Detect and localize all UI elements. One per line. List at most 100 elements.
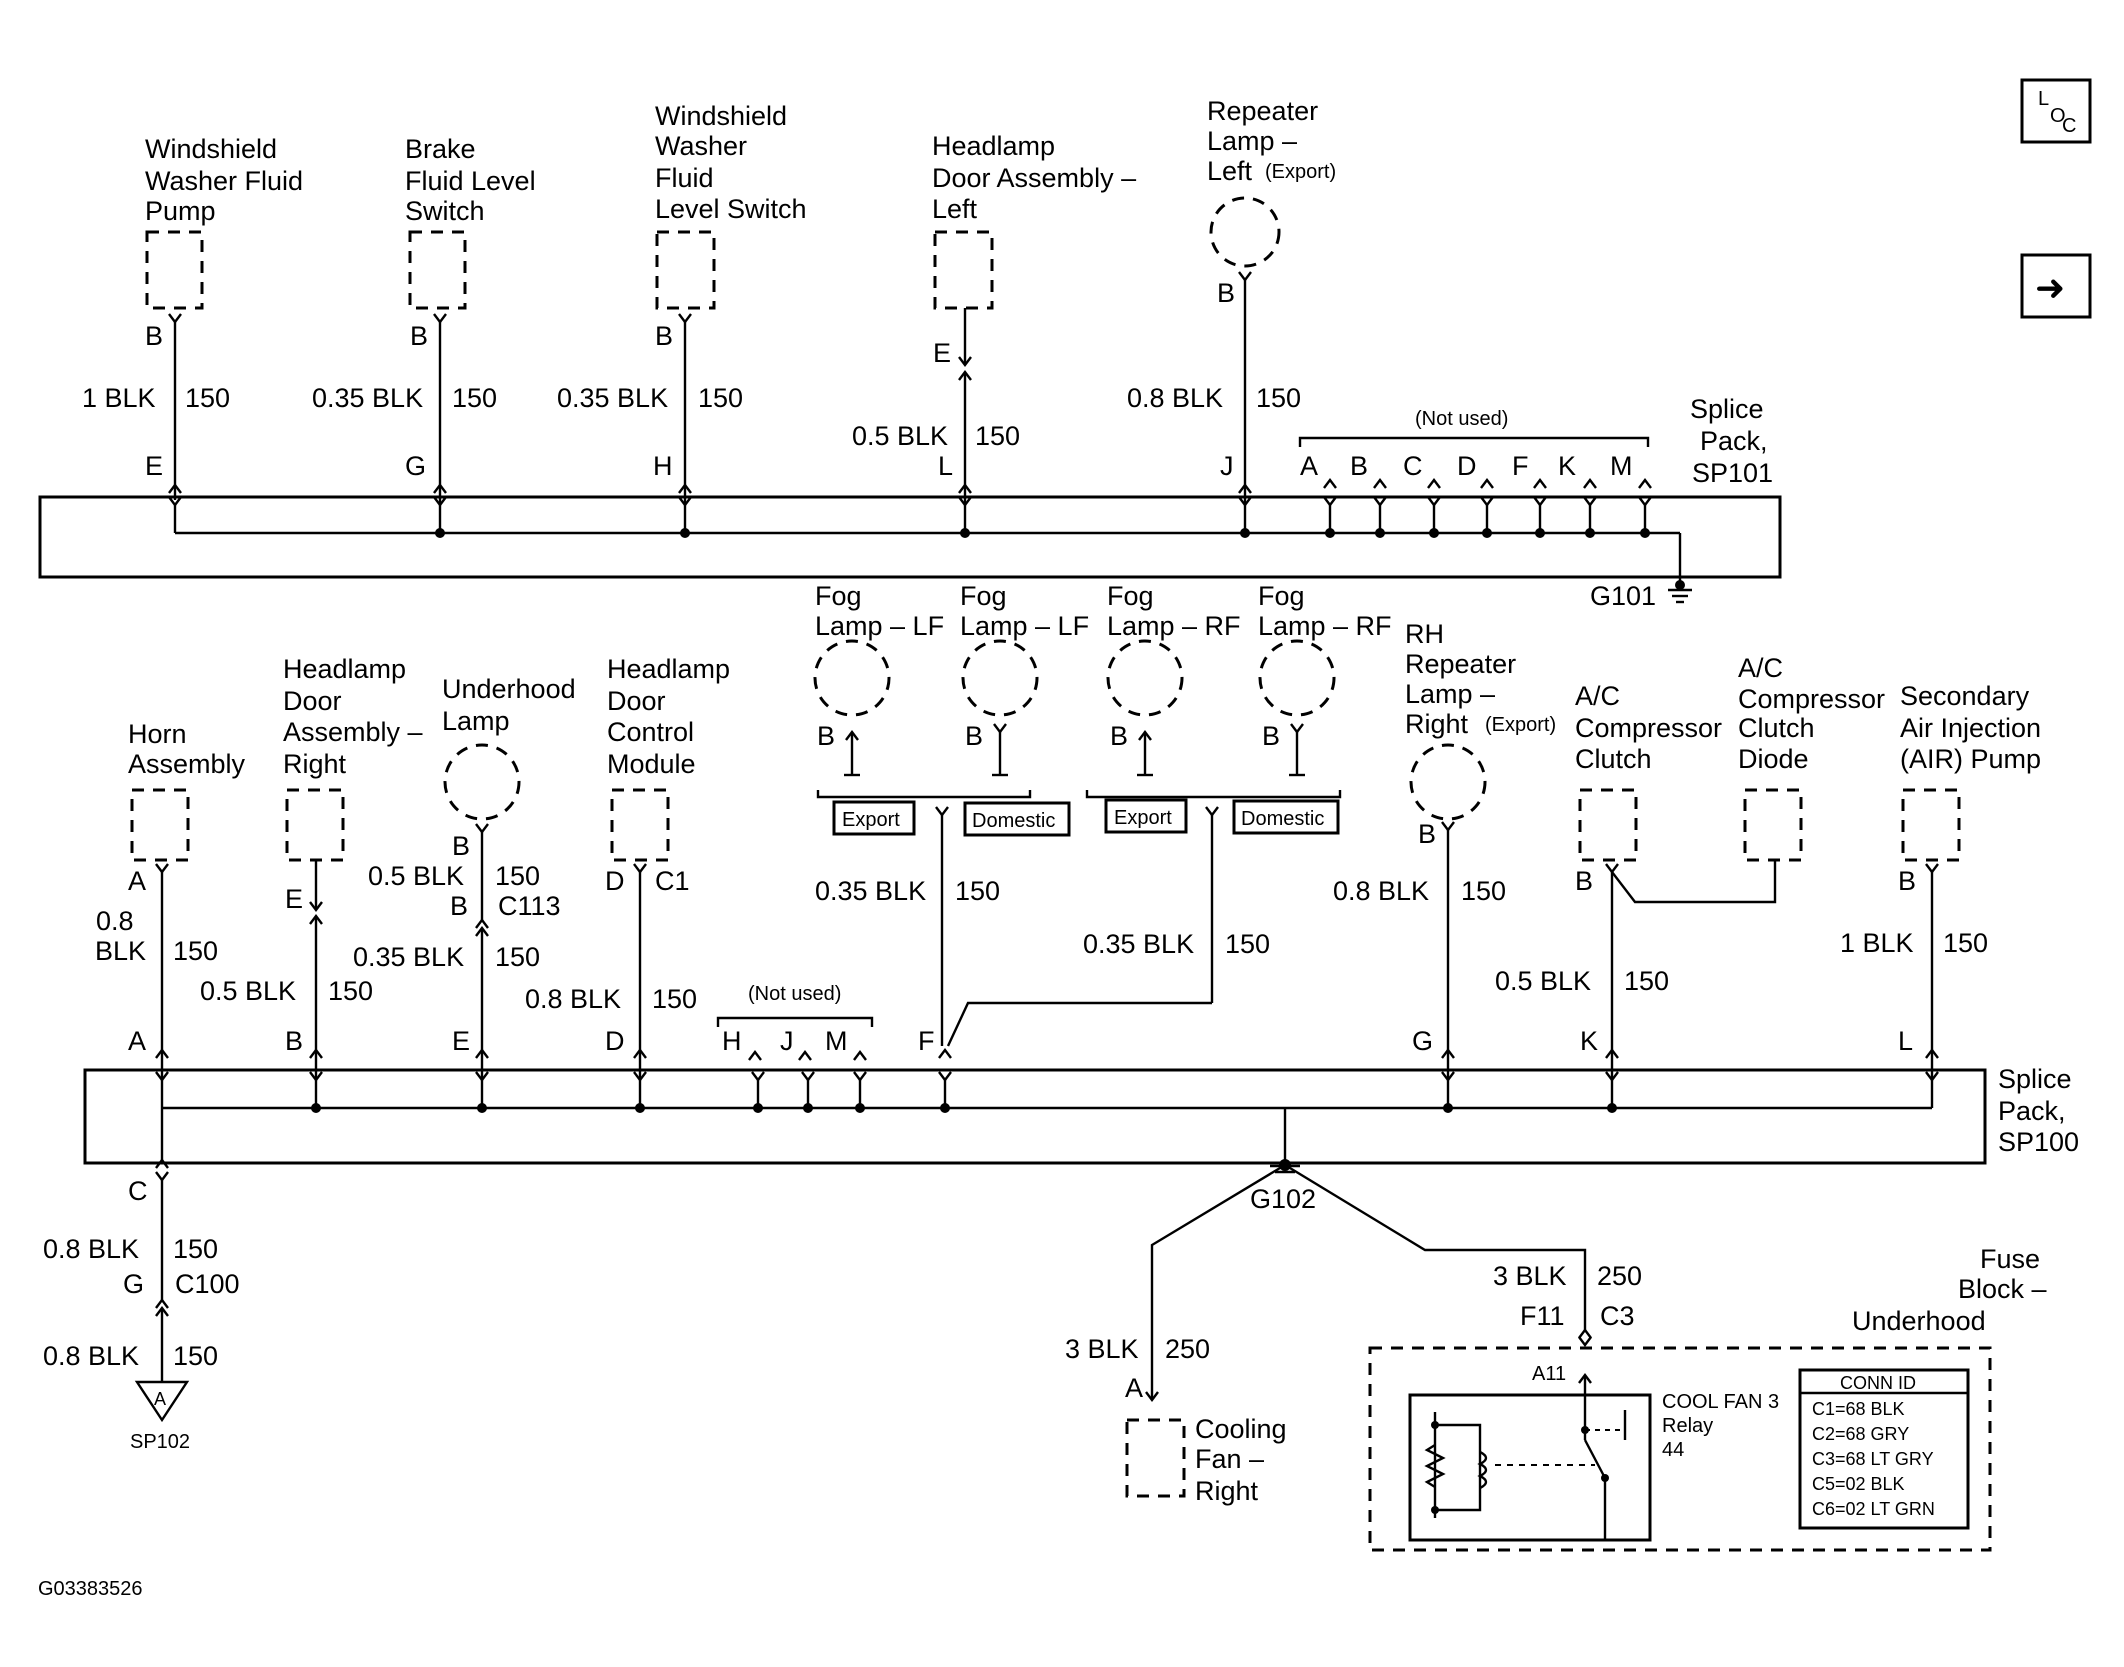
sp101-label-2: Pack, <box>1700 426 1768 456</box>
repeater-right-pin-bottom: G <box>1412 1026 1433 1056</box>
module-label-1: Headlamp <box>607 654 730 684</box>
fog-rf-domestic-label-2: Lamp – RF <box>1258 611 1392 641</box>
repeater-right-export: (Export) <box>1485 714 1556 736</box>
headlamp-left-symbol <box>933 230 994 310</box>
ac-clutch-symbol <box>1578 788 1638 862</box>
cooling-fan-label-2: Fan – <box>1195 1444 1264 1474</box>
washer-level-label-3: Fluid <box>655 163 714 193</box>
air-pump-label-2: Air Injection <box>1900 713 2041 743</box>
headlamp-left-pin-top: E <box>933 338 951 368</box>
headlamp-right-label-3: Assembly – <box>283 717 423 747</box>
repeater-left-label-1: Repeater <box>1207 96 1318 126</box>
underhood-lamp-label-1: Underhood <box>442 674 576 704</box>
brake-switch-symbol <box>408 230 467 310</box>
underhood-pin-top: B <box>452 831 470 861</box>
repeater-left-export: (Export) <box>1265 161 1336 183</box>
headlamp-left-label-3: Left <box>932 194 978 224</box>
air-pump-circuit: 150 <box>1943 928 1988 958</box>
fuse-conn: C3 <box>1600 1301 1635 1331</box>
fuse-block-label-2: Block – <box>1958 1274 2047 1304</box>
conn-id-table <box>1798 1368 1970 1530</box>
fog-circuit-left: 150 <box>955 876 1000 906</box>
svg-text:F: F <box>1512 451 1529 481</box>
fog-lamp-3-pin: B <box>1110 721 1128 751</box>
fuse-block-label-1: Fuse <box>1980 1244 2040 1274</box>
washer-pump-label-3: Pump <box>145 196 216 226</box>
svg-text:C: C <box>2062 115 2076 137</box>
horn-label-1: Horn <box>128 719 187 749</box>
fog-lamp-1-pin: B <box>817 721 835 751</box>
cooling-fan-symbol <box>1125 1418 1186 1498</box>
lower-left-wire-1: 0.8 BLK <box>43 1234 139 1264</box>
fog-rf-domestic-label-1: Fog <box>1258 581 1305 611</box>
fog-lamp-rf-export-icon <box>1106 639 1184 717</box>
svg-text:M: M <box>825 1026 848 1056</box>
loc-button[interactable]: L O C <box>2020 78 2092 144</box>
repeater-left-pin-bottom: J <box>1220 451 1234 481</box>
fog-wire-left: 0.35 BLK <box>815 876 926 906</box>
sp101-label-3: SP101 <box>1692 458 1773 488</box>
washer-pump-symbol <box>145 230 204 310</box>
underhood-wire-b: 0.35 BLK <box>353 942 464 972</box>
conn-id-title: CONN ID <box>1840 1373 1916 1393</box>
relay-switch-icon <box>1581 1395 1627 1540</box>
brake-switch-pin-bottom: G <box>405 451 426 481</box>
next-arrow-button[interactable]: ➜ <box>2020 253 2092 319</box>
svg-text:M: M <box>1610 451 1633 481</box>
sp102-triangle-letter: A <box>154 1389 166 1409</box>
washer-level-symbol <box>655 230 716 310</box>
headlamp-right-pin-bottom: B <box>285 1026 303 1056</box>
svg-text:O: O <box>2050 105 2066 127</box>
splice-pack-sp100 <box>83 1068 1987 1165</box>
underhood-circuit-b: 150 <box>495 942 540 972</box>
underhood-pin-bottom: E <box>452 1026 470 1056</box>
fuse-wire: 3 BLK <box>1493 1261 1567 1291</box>
fog-lamp-rf-domestic-icon <box>1258 639 1336 717</box>
fuse-block-underhood <box>1368 1346 1992 1552</box>
washer-level-circuit: 150 <box>698 383 743 413</box>
ac-clutch-label-2: Compressor <box>1575 713 1722 743</box>
fog-pin-bottom: F <box>918 1026 935 1056</box>
conn-id-c1: C1=68 BLK <box>1812 1399 1905 1419</box>
fog-lf-domestic-label-2: Lamp – LF <box>960 611 1089 641</box>
fog-rf-export-label-1: Fog <box>1107 581 1154 611</box>
washer-pump-circuit: 150 <box>185 383 230 413</box>
air-pump-wire: 1 BLK <box>1840 928 1914 958</box>
horn-wire-2: BLK <box>95 936 146 966</box>
air-pump-label-1: Secondary <box>1900 681 2030 711</box>
horn-wire-1: 0.8 <box>96 906 134 936</box>
module-pin-bottom: D <box>605 1026 625 1056</box>
headlamp-left-wire: 0.5 BLK <box>852 421 948 451</box>
washer-pump-pin-top: B <box>145 321 163 351</box>
headlamp-right-symbol <box>285 788 345 862</box>
underhood-conn-pin: B <box>450 891 468 921</box>
fog-lf-export-badge <box>832 800 916 836</box>
horn-pin-bottom: A <box>128 1026 146 1056</box>
underhood-circuit-a: 150 <box>495 861 540 891</box>
ac-clutch-pin-bottom: K <box>1580 1026 1598 1056</box>
headlamp-left-label-1: Headlamp <box>932 131 1055 161</box>
fuse-pin: F11 <box>1520 1301 1565 1331</box>
washer-level-label-1: Windshield <box>655 101 787 131</box>
ac-diode-label-4: Diode <box>1738 744 1809 774</box>
lower-left-conn-pin: G <box>123 1269 144 1299</box>
cooling-fan-pin: A <box>1125 1373 1143 1403</box>
ac-diode-label-2: Compressor <box>1738 684 1885 714</box>
repeater-right-label-3: Lamp – <box>1405 679 1495 709</box>
washer-level-label-4: Level Switch <box>655 194 807 224</box>
headlamp-left-label-2: Door Assembly – <box>932 163 1136 193</box>
g101-ground-icon <box>1668 580 1692 604</box>
fog-lamps: Fog Lamp – LF Fog Lamp – LF Fog Lamp – R… <box>813 581 1392 1060</box>
ac-clutch-pin-top: B <box>1575 866 1593 896</box>
air-pump-pin-bottom: L <box>1898 1026 1913 1056</box>
arrow-right-icon: ➜ <box>2035 268 2065 309</box>
module-label-4: Module <box>607 749 696 779</box>
conn-id-c3: C3=68 LT GRY <box>1812 1449 1934 1469</box>
washer-level-wire: 0.35 BLK <box>557 383 668 413</box>
fog-rf-domestic-badge <box>1232 799 1340 835</box>
ac-clutch-circuit: 150 <box>1624 966 1669 996</box>
repeater-right-pin-top: B <box>1418 819 1436 849</box>
sp101-label-1: Splice <box>1690 394 1764 424</box>
repeater-left-wire: 0.8 BLK <box>1127 383 1223 413</box>
